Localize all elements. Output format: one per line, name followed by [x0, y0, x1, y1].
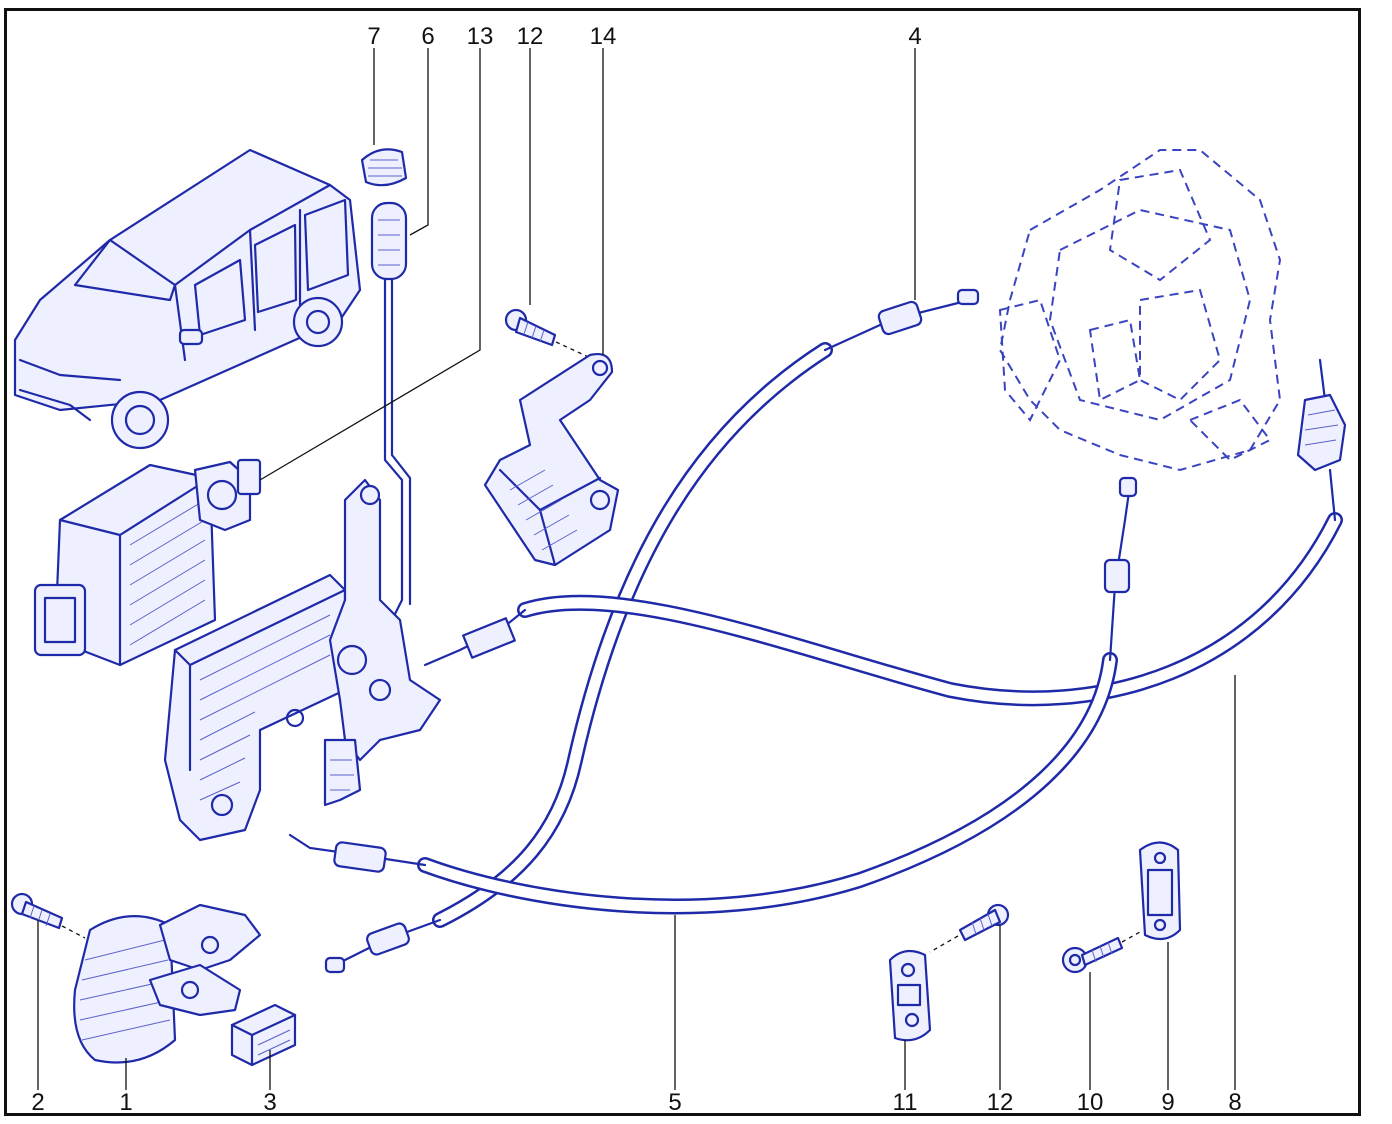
callout-4: 4 [908, 23, 921, 50]
part-6-lock-rod [370, 201, 412, 622]
part-11-plate [888, 949, 932, 1042]
callout-11: 11 [893, 1089, 918, 1116]
callout-12-bottom: 12 [987, 1089, 1014, 1116]
part-7-cap [360, 148, 408, 187]
callout-9: 9 [1161, 1089, 1174, 1116]
callout-7: 7 [367, 23, 380, 50]
part-2-screw [10, 892, 86, 939]
lock-mechanism [163, 478, 442, 842]
callout-6: 6 [421, 23, 434, 50]
callout-10: 10 [1077, 1089, 1104, 1116]
part-9-striker-plate [1138, 841, 1182, 941]
part-14-bracket [483, 353, 620, 567]
callout-2: 2 [31, 1089, 44, 1116]
vehicle-illustration [13, 148, 362, 450]
callout-1: 1 [119, 1089, 132, 1116]
part-8-end-fitting [1296, 358, 1347, 472]
part-3-switch [230, 1003, 297, 1067]
callout-3: 3 [263, 1089, 276, 1116]
callout-13: 13 [467, 23, 494, 50]
leader-lines [37, 48, 1236, 1090]
part-1-lock-body [73, 903, 262, 1064]
callout-5: 5 [668, 1089, 681, 1116]
callout-12-top: 12 [517, 23, 544, 50]
callout-14: 14 [590, 23, 617, 50]
ghost-door-assembly [998, 149, 1282, 472]
callout-8: 8 [1228, 1089, 1241, 1116]
cables [288, 288, 1343, 974]
callout-labels: 7 6 13 12 14 4 2 1 3 5 11 12 10 9 8 [31, 23, 1241, 1116]
part-12-screw-top [504, 308, 596, 361]
part-13-motor-actuator [33, 458, 262, 667]
part-12-screw-bottom [929, 903, 1010, 953]
part-10-screw [1061, 931, 1141, 974]
